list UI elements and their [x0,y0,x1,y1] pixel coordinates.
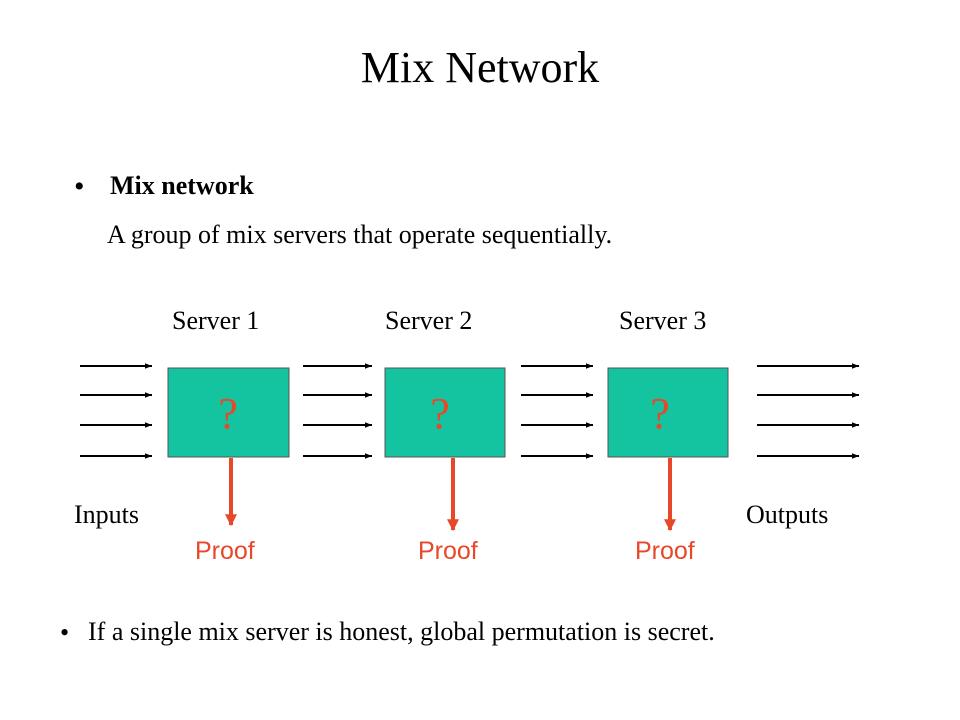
input-arrow-group [80,363,152,459]
server-1-question-mark: ? [218,389,238,438]
outputs-label: Outputs [746,500,829,529]
server-3-node: ? [607,367,729,458]
server-3-question-mark: ? [650,389,670,438]
bullet-heading: Mix network [110,171,254,200]
server-2-proof-label: Proof [418,537,478,565]
server-3-proof-label: Proof [635,537,695,565]
server-1-to-2-arrow-group [303,363,372,459]
server-3-label: Server 3 [619,306,707,335]
proof-arrow-group [225,458,676,532]
server-1-proof-label: Proof [195,537,255,565]
server-2-question-mark: ? [430,389,450,438]
server-1-label: Server 1 [172,306,260,335]
bullet-description: A group of mix servers that operate sequ… [107,220,613,249]
server-1-node: ? [167,367,290,458]
bullet-marker: • [60,618,70,647]
output-arrow-group [757,363,859,459]
bullet-marker: • [74,170,85,203]
server-3-box [607,367,729,458]
inputs-label: Inputs [74,500,139,529]
server-2-node: ? [384,367,506,458]
server-2-box [384,367,506,458]
server-2-label: Server 2 [385,306,473,335]
server-1-box [167,367,290,458]
slide-title: Mix Network [360,43,600,92]
bullet-conclusion: If a single mix server is honest, global… [88,617,715,646]
server-2-to-3-arrow-group [521,363,593,459]
